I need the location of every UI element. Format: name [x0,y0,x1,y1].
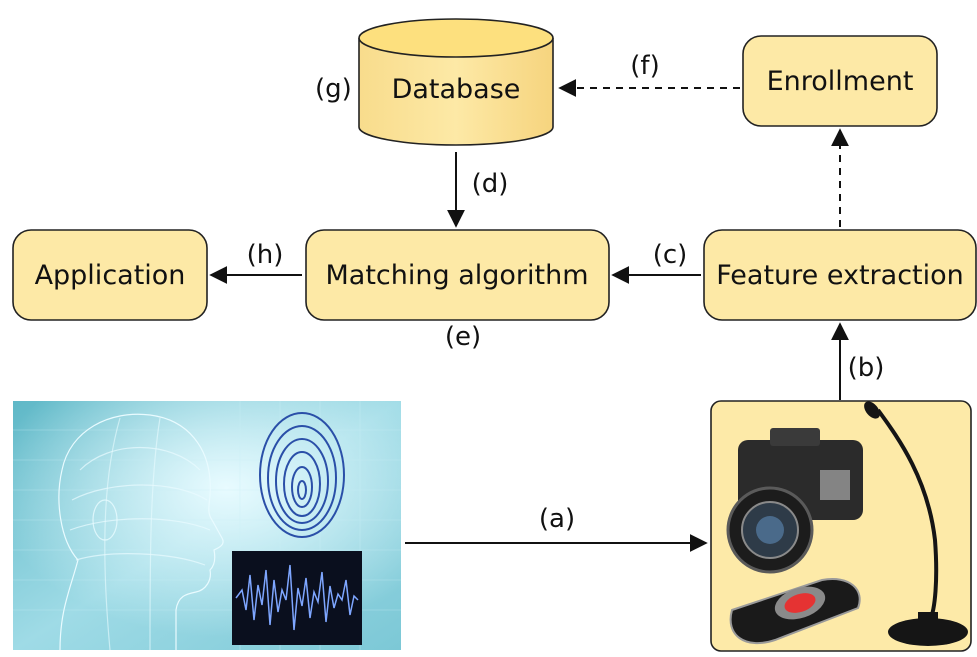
matching-algorithm-node: Matching algorithm [305,229,610,321]
database-node: Database [358,18,554,146]
label-c: (c) [653,240,688,270]
application-node: Application [12,229,208,321]
database-label: Database [392,74,521,105]
head-wireframe-icon [58,413,224,651]
label-d: (d) [472,169,509,199]
camera-icon [726,428,863,574]
label-g: (g) [315,74,352,104]
application-label: Application [35,260,186,291]
enrollment-label: Enrollment [767,66,914,97]
enrollment-node: Enrollment [742,35,938,127]
matching-algorithm-label: Matching algorithm [325,260,588,291]
fingerprint-icon [259,412,345,538]
label-e: (e) [445,322,481,352]
feature-extraction-label: Feature extraction [716,260,964,291]
label-f: (f) [630,51,659,81]
feature-extraction-node: Feature extraction [703,229,977,321]
biometric-traits-image [13,401,401,651]
label-a: (a) [539,504,575,534]
voice-waveform-icon [232,551,362,645]
microphone-icon [864,401,968,646]
fingerprint-scanner-icon [729,578,861,645]
label-b: (b) [848,353,885,383]
sensor-devices-image [710,400,972,652]
label-h: (h) [247,240,284,270]
